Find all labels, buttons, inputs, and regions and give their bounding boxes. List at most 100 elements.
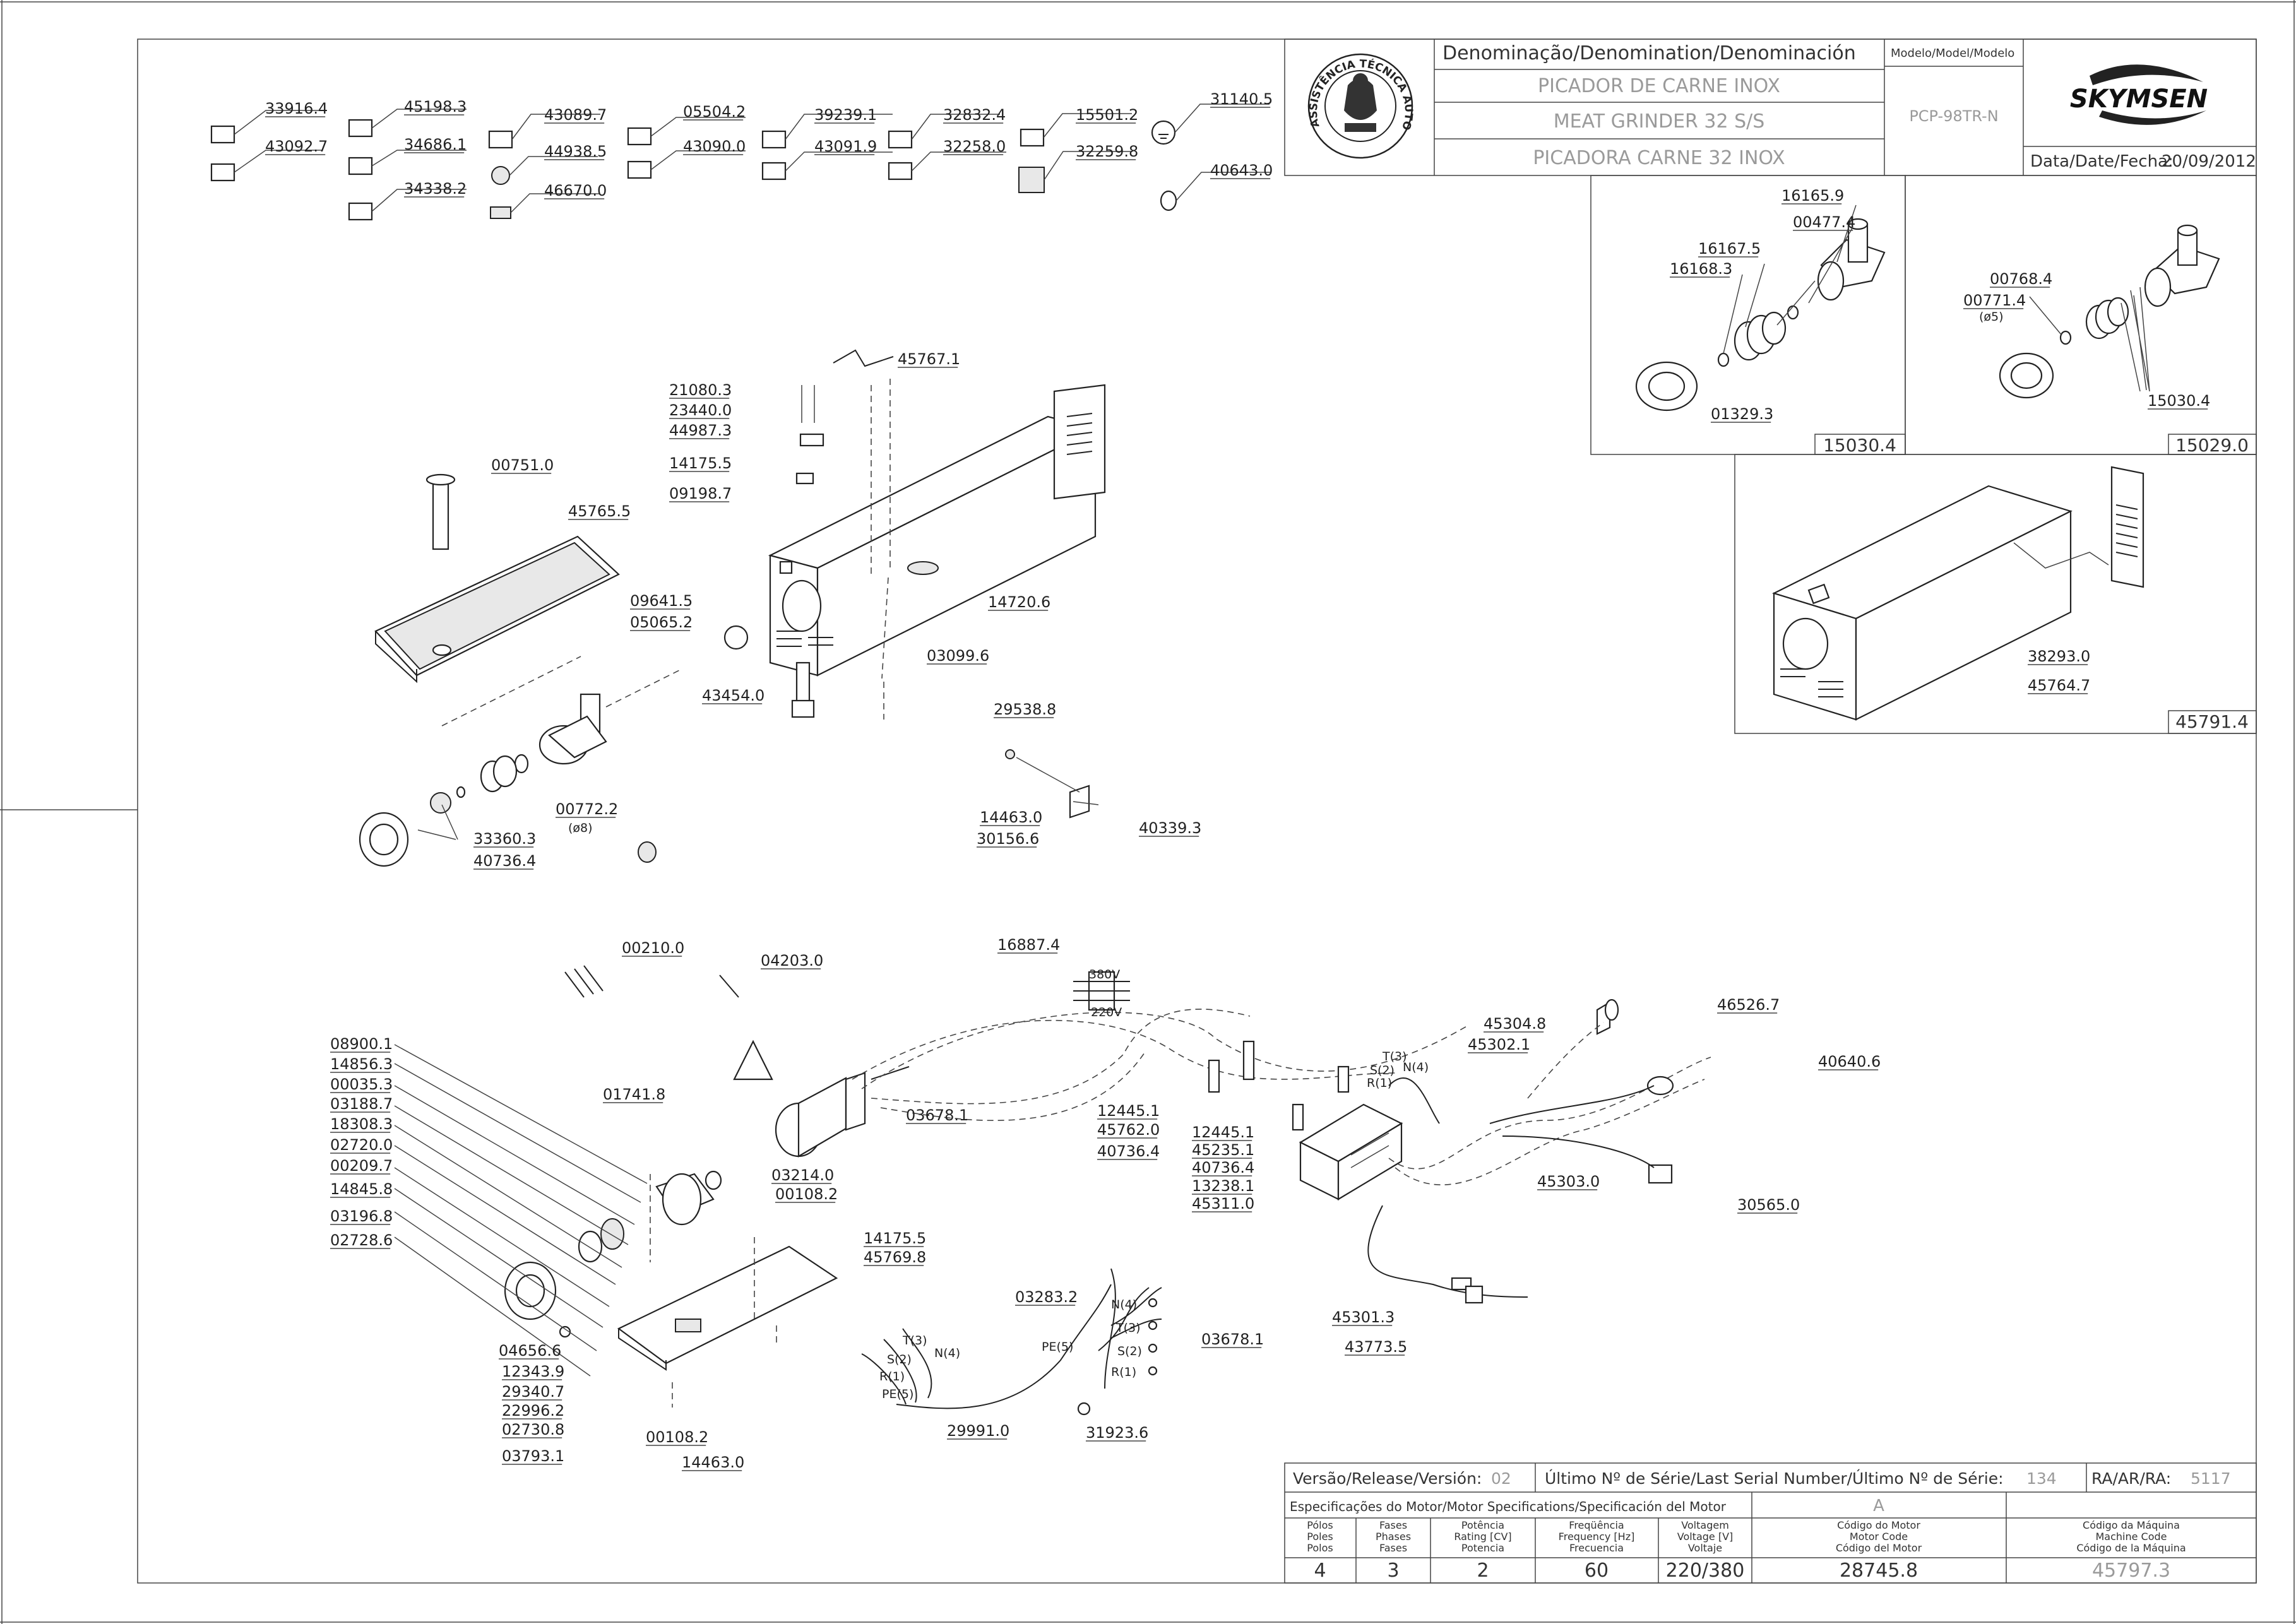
part-label: R(1) — [1111, 1365, 1136, 1379]
part-label: 45764.7 — [2028, 677, 2090, 694]
part-label: 40640.6 — [1818, 1053, 1881, 1070]
part-label: 03793.1 — [502, 1447, 564, 1465]
inset-45791: 45791.4 — [1734, 454, 2257, 734]
spec-value: 4 — [1314, 1560, 1326, 1582]
part-label: 00768.4 — [1990, 270, 2052, 288]
inset-45791-label: 45791.4 — [2175, 711, 2249, 732]
spec-value: 220/380 — [1666, 1560, 1745, 1582]
part-label: 13238.1 — [1192, 1177, 1254, 1195]
part-label: R(1) — [1367, 1076, 1392, 1090]
motor-spec-label: Especificações do Motor/Motor Specificat… — [1290, 1499, 1727, 1514]
part-label: 08900.1 — [330, 1035, 393, 1053]
part-label: 30565.0 — [1737, 1196, 1800, 1214]
spec-header-l1: Código da Máquina — [2083, 1519, 2180, 1531]
part-label: 380V — [1089, 968, 1120, 981]
date-label: Data/Date/Fecha: — [2030, 152, 2174, 171]
part-label: 01741.8 — [603, 1086, 665, 1103]
part-label: 44987.3 — [669, 422, 732, 439]
part-label: (ø8) — [568, 821, 593, 835]
serial-label: Último Nº de Série/Last Serial Number/Úl… — [1545, 1469, 2004, 1488]
serial-value: 134 — [2026, 1469, 2057, 1488]
part-label: 03099.6 — [927, 647, 989, 665]
part-label: 33916.4 — [265, 100, 328, 117]
spec-value: 45797.3 — [2092, 1560, 2170, 1582]
inset-15029-label: 15029.0 — [2175, 435, 2249, 456]
spec-header-l2: Machine Code — [2095, 1531, 2167, 1543]
part-label: 31923.6 — [1086, 1424, 1148, 1442]
part-label: 16887.4 — [997, 936, 1060, 954]
spec-header-l3: Código de la Máquina — [2076, 1542, 2186, 1554]
name-pt: PICADOR DE CARNE INOX — [1538, 75, 1780, 97]
part-label: 43091.9 — [814, 138, 877, 155]
spec-header-l3: Voltaje — [1688, 1542, 1722, 1554]
spec-header-l1: Potência — [1461, 1519, 1504, 1531]
spec-header-l2: Motor Code — [1850, 1531, 1908, 1543]
part-label: 45198.3 — [404, 98, 467, 116]
part-label: 02728.6 — [330, 1231, 393, 1249]
part-label: 29538.8 — [994, 701, 1056, 718]
leader-lines-motor — [394, 1044, 648, 1377]
part-label: 45235.1 — [1192, 1141, 1254, 1159]
inset-15029: 15029.0 — [1905, 175, 2257, 456]
part-label: 03196.8 — [330, 1207, 393, 1225]
part-label: 40643.0 — [1210, 162, 1273, 179]
name-es: PICADORA CARNE 32 INOX — [1533, 147, 1785, 169]
part-label: 14463.0 — [682, 1454, 744, 1471]
version-label: Versão/Release/Versión: — [1293, 1469, 1482, 1488]
part-label: 220V — [1091, 1005, 1122, 1019]
part-label: 00477.4 — [1793, 213, 1855, 231]
part-label: 46670.0 — [544, 182, 607, 199]
part-label: 43454.0 — [702, 687, 764, 704]
part-label: 09198.7 — [669, 485, 732, 502]
spec-value: 2 — [1477, 1560, 1489, 1582]
part-label: 32259.8 — [1076, 143, 1138, 160]
spec-value: 28745.8 — [1840, 1560, 1918, 1582]
spec-header-l1: Pólos — [1307, 1519, 1333, 1531]
part-label: 15501.2 — [1076, 106, 1138, 124]
part-label: 30156.6 — [977, 830, 1039, 848]
part-label: 00108.2 — [775, 1185, 838, 1203]
skymsen-logo: SKYMSEN — [2070, 64, 2208, 125]
part-label: 40736.4 — [1192, 1159, 1254, 1177]
part-label: 03678.1 — [1201, 1331, 1264, 1348]
part-label: 32258.0 — [943, 138, 1006, 155]
spec-header-l3: Fases — [1379, 1542, 1407, 1554]
part-label: N(4) — [934, 1346, 960, 1360]
part-label: 14175.5 — [864, 1230, 926, 1247]
part-label: 05504.2 — [683, 103, 746, 121]
part-label: PE(5) — [882, 1387, 913, 1401]
part-label: 40339.3 — [1139, 819, 1201, 837]
part-label: 00209.7 — [330, 1157, 393, 1175]
spec-header-l2: Voltage [V] — [1677, 1531, 1734, 1543]
part-label: 14175.5 — [669, 454, 732, 472]
part-label: 45311.0 — [1192, 1195, 1254, 1212]
part-label: 14463.0 — [980, 809, 1042, 826]
part-label: R(1) — [879, 1370, 905, 1384]
part-label: 00771.4 — [1963, 292, 2026, 309]
control-box — [1208, 999, 1711, 1304]
part-label: 14856.3 — [330, 1055, 393, 1073]
spec-header-l3: Frecuencia — [1569, 1542, 1624, 1554]
part-label: PE(5) — [1042, 1340, 1073, 1354]
part-label: 03214.0 — [771, 1166, 834, 1184]
part-label: 04203.0 — [761, 952, 823, 969]
version-value: 02 — [1491, 1469, 1511, 1488]
part-label: 39239.1 — [814, 106, 877, 124]
part-label: 45302.1 — [1468, 1036, 1530, 1053]
part-label: 34338.2 — [404, 180, 467, 198]
part-label: 14845.8 — [330, 1180, 393, 1198]
part-label: 45765.5 — [568, 502, 631, 520]
spec-header-l2: Poles — [1307, 1531, 1333, 1543]
part-label: S(2) — [1117, 1344, 1142, 1358]
part-label: 46526.7 — [1717, 996, 1780, 1014]
part-label: 03678.1 — [906, 1106, 968, 1124]
part-label: 00751.0 — [491, 456, 554, 474]
spec-header-l3: Potencia — [1461, 1542, 1504, 1554]
part-label: (ø5) — [1979, 310, 2004, 324]
part-label: 23440.0 — [669, 401, 732, 419]
part-label: 03283.2 — [1015, 1288, 1078, 1306]
part-label: 05065.2 — [630, 613, 693, 631]
ra-label: RA/AR/RA: — [2091, 1469, 2171, 1488]
part-label: 18308.3 — [330, 1115, 393, 1133]
